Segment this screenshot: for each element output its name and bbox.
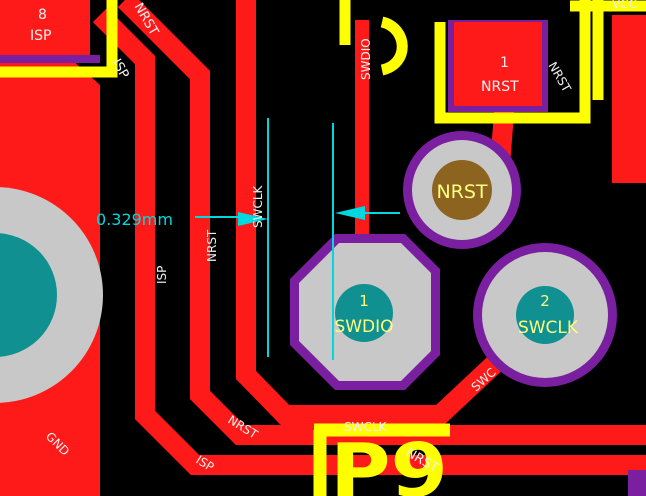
pad-nrst-1[interactable] (454, 22, 542, 106)
pad-swdio-drill (335, 284, 393, 342)
trace-swclk (236, 0, 527, 425)
pad-isp-8[interactable] (0, 0, 90, 58)
label-pad1-number: 1 (359, 292, 369, 310)
measure-arrow-left (238, 212, 268, 226)
measure-arrow-right (335, 206, 365, 220)
label-pad1-net: SWDIO (334, 317, 393, 337)
pad-labels: NRST 1 SWDIO 2 SWCLK (334, 181, 578, 338)
silk-via-arc (380, 16, 408, 76)
pad-right-bottom[interactable] (628, 470, 646, 496)
label-swclk-bottom: SWCLK (344, 420, 388, 434)
label-nrst-pad1-number: 1 (500, 55, 509, 71)
pad-isp-8-mask (0, 55, 100, 63)
label-swdio-trace: SWDIO (359, 38, 373, 80)
silk-designator-outline (313, 423, 450, 496)
via-nrst-hole (432, 160, 492, 220)
label-pad8-net: ISP (30, 28, 51, 44)
silk-designator-p9: P9 (330, 428, 448, 496)
trace-isp (92, 7, 646, 475)
label-nrst-left: NRST (205, 229, 219, 262)
clearance-measure (195, 118, 400, 360)
label-swclk-vertical: SWCLK (251, 184, 265, 228)
silkscreen-outlines (0, 0, 646, 124)
silk-top-left-bracket (0, 0, 118, 78)
label-nrst-pad1-net: NRST (481, 79, 519, 95)
label-pad8-number: 8 (38, 7, 47, 23)
label-pad2-number: 2 (540, 292, 550, 310)
label-vcc-partial: VCC (612, 0, 637, 11)
silk-nrst-bracket (434, 0, 591, 124)
mounting-hole-drill (0, 233, 57, 357)
measure-value: 0.329mm (96, 210, 173, 229)
label-pad2-net: SWCLK (518, 318, 579, 338)
label-via-nrst: NRST (436, 181, 487, 203)
pad-swclk-drill (516, 286, 574, 344)
pad-right-top[interactable] (612, 15, 646, 183)
label-isp-left: ISP (155, 266, 169, 284)
